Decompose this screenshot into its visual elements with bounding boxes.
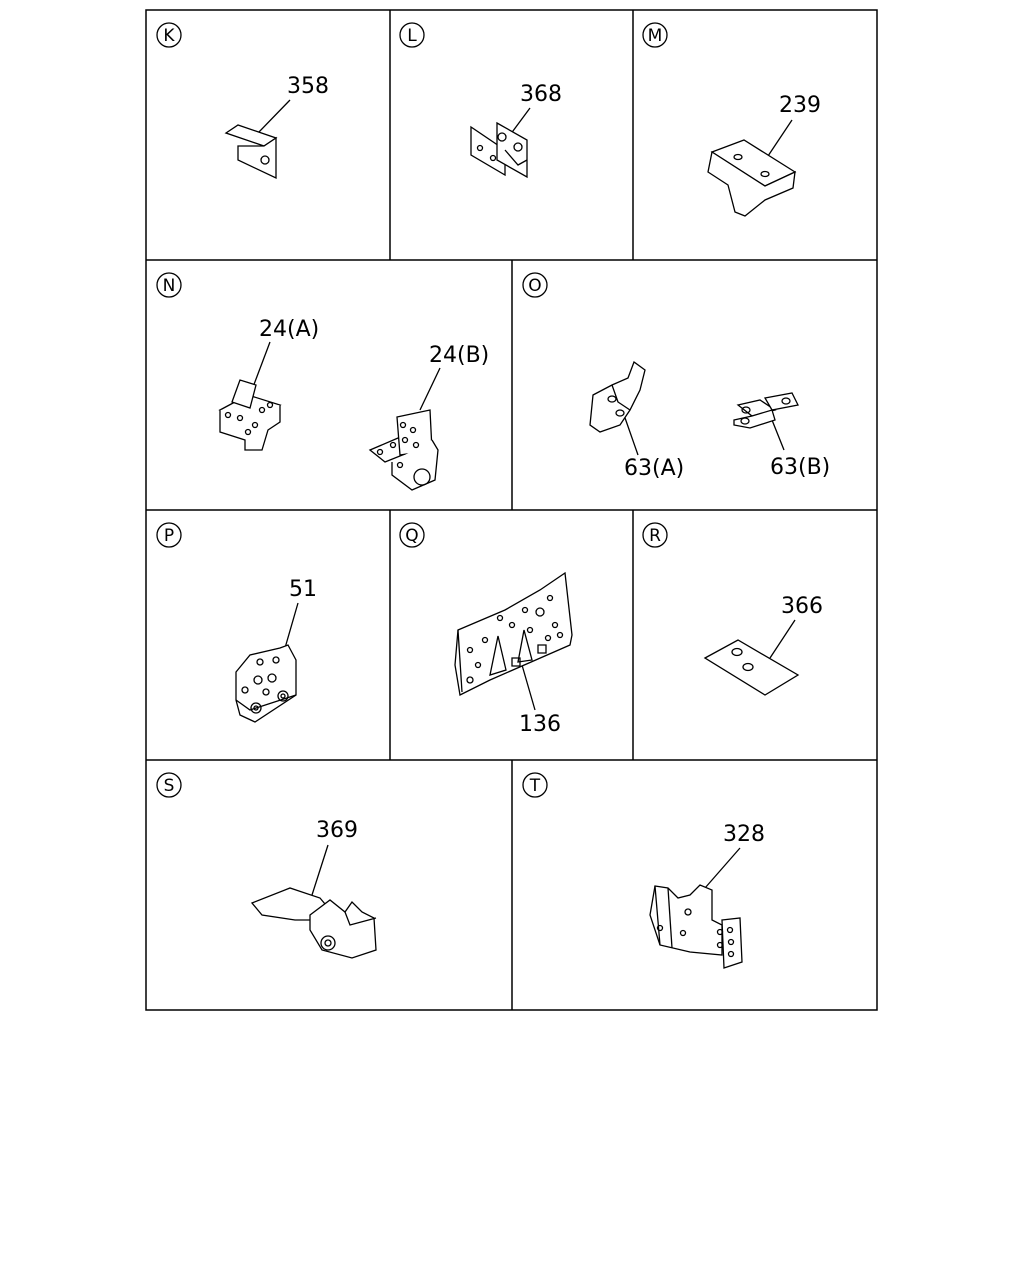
panel-letter-r: R [643,523,667,547]
svg-text:T: T [529,776,541,796]
bracket-63a-drawing [590,362,645,455]
bracket-368-drawing [471,108,530,177]
svg-text:N: N [163,276,176,296]
part-number-328: 328 [723,822,765,847]
bracket-358-drawing [226,100,290,178]
part-number-239: 239 [779,93,821,118]
panel-letter-s: S [157,773,181,797]
bracket-136-drawing [455,573,572,710]
bracket-24b-drawing [370,368,440,490]
panel-letter-t: T [523,773,547,797]
panel-l: L 368 [400,23,562,177]
bracket-239-drawing [708,120,795,216]
panel-p: P 51 [157,523,317,722]
panel-o: O 63(A) 63(B) [523,273,830,481]
part-number-24a: 24(A) [259,317,319,342]
part-number-366: 366 [781,594,823,619]
svg-text:K: K [163,26,175,46]
panel-letter-l: L [400,23,424,47]
panel-letter-o: O [523,273,547,297]
panel-t: T 328 [523,773,765,968]
panel-letter-m: M [643,23,667,47]
svg-text:L: L [407,26,417,46]
part-number-51: 51 [289,577,317,602]
svg-text:S: S [164,776,175,796]
panel-letter-p: P [157,523,181,547]
bracket-328-drawing [650,848,742,968]
part-number-63b: 63(B) [770,455,830,480]
svg-text:P: P [164,526,174,546]
panel-letter-q: Q [400,523,424,547]
panel-n: N 24(A) 24(B) [157,273,489,490]
panel-q: Q 136 [400,523,572,737]
svg-text:Q: Q [405,526,418,546]
bracket-369-drawing [252,845,376,958]
panel-s: S 369 [157,773,376,958]
part-number-136: 136 [519,712,561,737]
part-number-369: 369 [316,818,358,843]
bracket-63b-drawing [734,393,798,450]
bracket-51-drawing [236,603,298,722]
panel-k: K 358 [157,23,329,178]
part-number-368: 368 [520,82,562,107]
svg-text:M: M [648,26,663,46]
panel-letter-n: N [157,273,181,297]
part-number-63a: 63(A) [624,456,684,481]
svg-text:R: R [649,526,661,546]
part-number-358: 358 [287,74,329,99]
svg-text:O: O [528,276,541,296]
panel-m: M 239 [643,23,821,216]
panel-grid [146,10,877,1010]
plate-366-drawing [705,620,798,695]
bracket-24a-drawing [220,342,280,450]
part-number-24b: 24(B) [429,343,489,368]
panel-letter-k: K [157,23,181,47]
panel-r: R 366 [643,523,823,695]
